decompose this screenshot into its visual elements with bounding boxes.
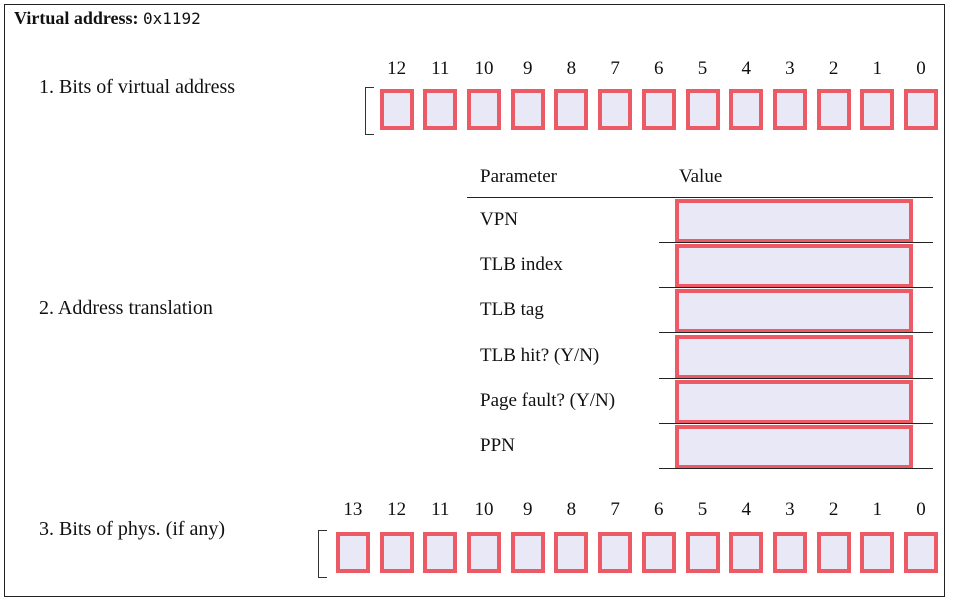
table-header-rule xyxy=(467,197,933,198)
virtual-bit-number-9: 9 xyxy=(522,58,533,79)
virtual-bit-cell-11[interactable] xyxy=(423,89,458,130)
physical-bit-cell-5[interactable] xyxy=(685,532,720,573)
section1-label: 1. Bits of virtual address xyxy=(39,76,236,98)
parameter-label-tlb-hit-y-n: TLB hit? (Y/N) xyxy=(480,344,600,366)
row-rule xyxy=(659,242,933,243)
virtual-bit-number-11: 11 xyxy=(431,58,450,79)
physical-bit-number-3: 3 xyxy=(785,499,795,520)
physical-bit-number-0: 0 xyxy=(916,499,926,520)
virtual-bit-cell-0[interactable] xyxy=(904,89,938,130)
column-header-value: Value xyxy=(679,166,723,187)
parameter-label-tlb-tag: TLB tag xyxy=(480,299,544,321)
row-rule xyxy=(659,287,933,289)
physical-bit-cell-11[interactable] xyxy=(423,532,458,573)
physical-bit-number-10: 10 xyxy=(474,499,494,520)
virtual-bit-number-2: 2 xyxy=(828,58,839,79)
virtual-bit-number-7: 7 xyxy=(610,58,620,79)
virtual-bit-number-3: 3 xyxy=(785,58,795,79)
header-label: Virtual address: xyxy=(14,8,139,28)
physical-bit-cell-9[interactable] xyxy=(510,532,545,573)
physical-bit-number-4: 4 xyxy=(741,499,751,520)
virtual-bit-number-4: 4 xyxy=(741,58,751,79)
physical-bit-number-9: 9 xyxy=(522,499,533,520)
virtual-bit-number-0: 0 xyxy=(916,58,926,79)
value-box-tlb-tag[interactable] xyxy=(675,289,913,334)
parameter-label-page-fault-y-n: Page fault? (Y/N) xyxy=(480,389,616,411)
virtual-bit-number-6: 6 xyxy=(654,58,664,79)
parameter-label-vpn: VPN xyxy=(480,209,519,230)
physical-bit-number-8: 8 xyxy=(566,499,577,520)
virtual-address-value: 0x1192 xyxy=(143,9,201,28)
value-box-tlb-hit-y-n[interactable] xyxy=(675,334,913,379)
virtual-bit-number-10: 10 xyxy=(474,58,494,79)
virtual-bit-cell-5[interactable] xyxy=(685,89,720,130)
virtual-bit-number-12: 12 xyxy=(387,58,407,79)
physical-bit-number-1: 1 xyxy=(872,499,883,520)
physical-bits-bracket xyxy=(318,530,327,578)
row-rule xyxy=(659,422,933,424)
physical-bit-number-2: 2 xyxy=(828,499,839,520)
virtual-bit-cell-4[interactable] xyxy=(729,89,764,130)
virtual-bit-cell-10[interactable] xyxy=(467,89,501,130)
parameter-label-tlb-index: TLB index xyxy=(480,254,563,276)
physical-bit-number-6: 6 xyxy=(654,499,664,520)
virtual-bit-cell-8[interactable] xyxy=(554,89,589,130)
virtual-bit-number-1: 1 xyxy=(872,58,883,79)
physical-bit-number-5: 5 xyxy=(697,499,708,520)
header: Virtual address: 0x1192 xyxy=(14,8,201,29)
physical-bit-cell-10[interactable] xyxy=(467,532,501,573)
virtual-bits-bracket xyxy=(365,87,374,135)
physical-bit-cell-4[interactable] xyxy=(729,532,764,573)
value-box-page-fault-y-n[interactable] xyxy=(675,379,913,424)
value-box-vpn[interactable] xyxy=(675,199,913,243)
physical-bit-cell-13[interactable] xyxy=(335,532,370,573)
virtual-bit-cell-12[interactable] xyxy=(379,89,414,130)
virtual-bit-cell-6[interactable] xyxy=(641,89,676,130)
physical-bit-cell-2[interactable] xyxy=(816,532,851,573)
physical-bit-number-12: 12 xyxy=(387,499,407,520)
virtual-bit-number-5: 5 xyxy=(697,58,708,79)
virtual-bit-cell-3[interactable] xyxy=(772,89,807,130)
physical-bit-cell-7[interactable] xyxy=(598,532,633,573)
worksheet-frame xyxy=(4,4,945,597)
section3-label: 3. Bits of phys. (if any) xyxy=(39,518,226,540)
virtual-bit-number-8: 8 xyxy=(566,58,577,79)
virtual-bit-cell-9[interactable] xyxy=(510,89,545,130)
physical-bit-cell-8[interactable] xyxy=(554,532,589,573)
physical-bit-number-7: 7 xyxy=(610,499,620,520)
physical-bit-cell-6[interactable] xyxy=(641,532,676,573)
value-box-tlb-index[interactable] xyxy=(675,244,913,289)
row-rule xyxy=(659,332,933,334)
physical-bit-cell-0[interactable] xyxy=(904,532,938,573)
virtual-bit-cell-1[interactable] xyxy=(860,89,895,130)
physical-bit-cell-3[interactable] xyxy=(772,532,807,573)
section2-label: 2. Address translation xyxy=(39,297,213,319)
row-rule xyxy=(659,377,933,379)
virtual-bit-cell-2[interactable] xyxy=(816,89,851,130)
physical-bit-number-11: 11 xyxy=(431,499,450,520)
physical-bit-cell-12[interactable] xyxy=(379,532,414,573)
physical-bit-number-13: 13 xyxy=(343,499,363,520)
value-box-ppn[interactable] xyxy=(675,425,913,469)
row-rule xyxy=(659,468,933,469)
virtual-bit-cell-7[interactable] xyxy=(598,89,633,130)
parameter-label-ppn: PPN xyxy=(480,435,515,456)
column-header-parameter: Parameter xyxy=(480,166,558,187)
physical-bit-cell-1[interactable] xyxy=(860,532,895,573)
